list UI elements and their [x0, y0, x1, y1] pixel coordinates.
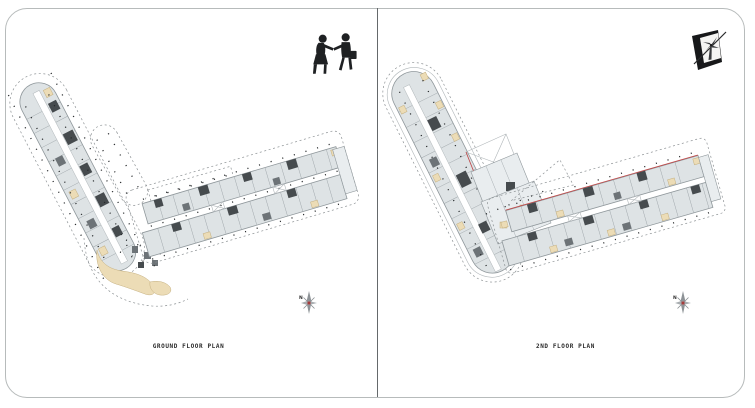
entrance-plaza [83, 237, 189, 307]
two-people-icon [312, 33, 357, 74]
second-floor-plan-drawing: N [382, 30, 727, 314]
building-wing-northwest [7, 72, 149, 282]
compass-rose-icon: N [673, 291, 691, 314]
compass-north-label: N [673, 295, 677, 301]
bend-core-cluster [119, 239, 167, 269]
plan-caption-ground-floor: GROUND FLOOR PLAN [152, 343, 225, 350]
windmill-logo-icon [692, 30, 727, 70]
dashed-void-outline [90, 124, 148, 206]
plan-caption-second-floor: 2ND FLOOR PLAN [536, 343, 595, 350]
building-wing-east [125, 130, 359, 264]
ground-floor-plan-drawing: N [7, 33, 359, 314]
compass-rose-icon: N [299, 291, 317, 314]
building-wing-east-2 [487, 137, 726, 274]
plans-card [5, 8, 745, 398]
panel-divider [377, 8, 378, 397]
compass-north-label: N [299, 295, 303, 301]
